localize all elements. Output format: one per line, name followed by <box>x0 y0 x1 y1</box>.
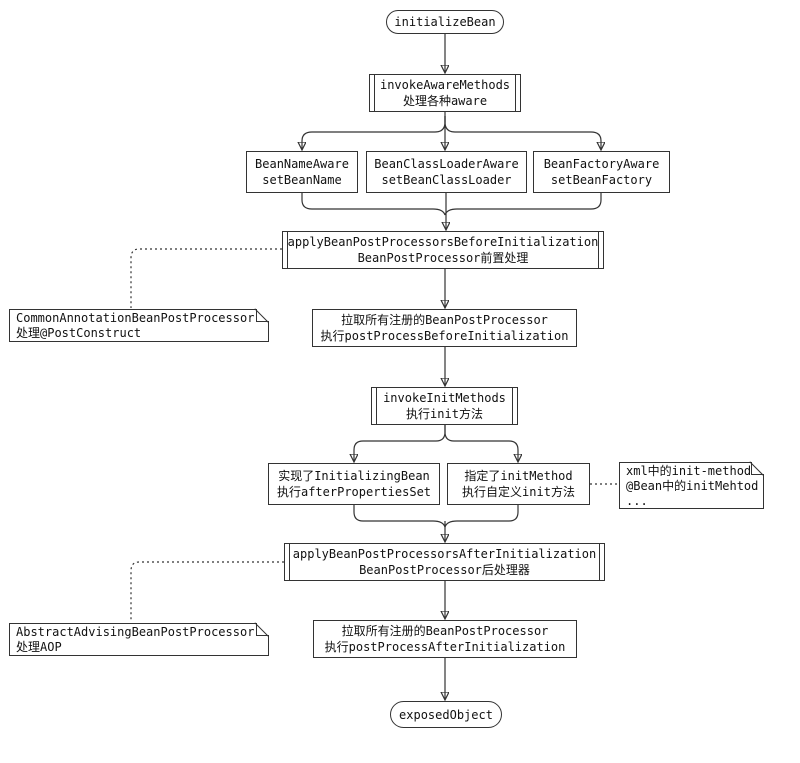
note-abstract-advising-processor: AbstractAdvisingBeanPostProcessor 处理AOP <box>9 623 269 656</box>
node-bean-classloader-aware: BeanClassLoaderAware setBeanClassLoader <box>366 151 527 193</box>
node-line: 执行afterPropertiesSet <box>276 485 432 499</box>
edge-initmerge-right <box>444 505 519 528</box>
node-line: applyBeanPostProcessorsAfterInitializati… <box>292 547 597 561</box>
node-line: 执行自定义init方法 <box>462 485 575 499</box>
note-line: xml中的init-method <box>626 464 752 478</box>
node-bean-factory-aware: BeanFactoryAware setBeanFactory <box>533 151 670 193</box>
node-line: 拉取所有注册的BeanPostProcessor <box>341 313 548 327</box>
edge-initbranch-left <box>354 425 446 461</box>
node-invoke-aware-methods: invokeAwareMethods 处理各种aware <box>369 74 521 112</box>
note-line: 处理AOP <box>16 640 62 654</box>
note-line: 处理@PostConstruct <box>16 326 142 340</box>
node-line: invokeAwareMethods <box>379 78 511 92</box>
note-line: AbstractAdvisingBeanPostProcessor <box>16 625 255 639</box>
node-pull-postprocessors-before: 拉取所有注册的BeanPostProcessor 执行postProcessBe… <box>312 309 577 347</box>
node-line: applyBeanPostProcessorsBeforeInitializat… <box>287 235 599 249</box>
note-common-annotation-processor: CommonAnnotationBeanPostProcessor 处理@Pos… <box>9 309 269 342</box>
node-bean-name-aware: BeanNameAware setBeanName <box>246 151 358 193</box>
edge-initbranch-right <box>444 425 518 461</box>
edge-initmerge-left <box>353 505 446 528</box>
node-line: BeanPostProcessor后处理器 <box>359 563 530 577</box>
note-line: CommonAnnotationBeanPostProcessor <box>16 311 255 325</box>
edge-note-common-annotation <box>130 248 282 308</box>
node-line: 实现了InitializingBean <box>278 469 430 483</box>
node-line: BeanFactoryAware <box>543 157 660 171</box>
node-initializing-bean: 实现了InitializingBean 执行afterPropertiesSet <box>268 463 440 505</box>
start-node-initializebean: initializeBean <box>386 10 504 34</box>
start-label: initializeBean <box>394 15 496 29</box>
node-line: setBeanFactory <box>550 173 653 187</box>
edge-branch-left <box>302 116 446 149</box>
node-line: 指定了initMethod <box>464 469 573 483</box>
note-xml-init-method: xml中的init-method @Bean中的initMehtod ... <box>619 462 764 509</box>
node-line: invokeInitMethods <box>383 391 506 405</box>
node-line: BeanNameAware <box>255 157 349 171</box>
node-apply-before-initialization: applyBeanPostProcessorsBeforeInitializat… <box>282 231 604 269</box>
end-node-exposedobject: exposedObject <box>390 701 502 728</box>
note-line: ... <box>626 494 648 508</box>
node-pull-postprocessors-after: 拉取所有注册的BeanPostProcessor 执行postProcessAf… <box>313 620 577 658</box>
node-line: setBeanName <box>262 173 342 187</box>
node-invoke-init-methods: invokeInitMethods 执行init方法 <box>371 387 518 425</box>
end-label: exposedObject <box>399 707 493 722</box>
node-line: BeanPostProcessor前置处理 <box>357 251 529 265</box>
node-line: 执行init方法 <box>406 407 483 421</box>
node-line: 执行postProcessAfterInitialization <box>324 640 566 654</box>
node-line: setBeanClassLoader <box>381 173 512 187</box>
edge-branch-right <box>444 116 601 149</box>
node-apply-after-initialization: applyBeanPostProcessorsAfterInitializati… <box>284 543 605 581</box>
note-line: @Bean中的initMehtod <box>626 479 759 493</box>
edge-merge-left <box>301 193 446 216</box>
node-line: 拉取所有注册的BeanPostProcessor <box>341 624 549 638</box>
node-custom-init-method: 指定了initMethod 执行自定义init方法 <box>447 463 590 505</box>
node-line: BeanClassLoaderAware <box>374 157 519 171</box>
edge-merge-right <box>444 193 602 216</box>
node-line: 执行postProcessBeforeInitialization <box>320 329 569 343</box>
edge-note-abstract-advising <box>130 561 284 622</box>
node-line: 处理各种aware <box>402 94 488 108</box>
